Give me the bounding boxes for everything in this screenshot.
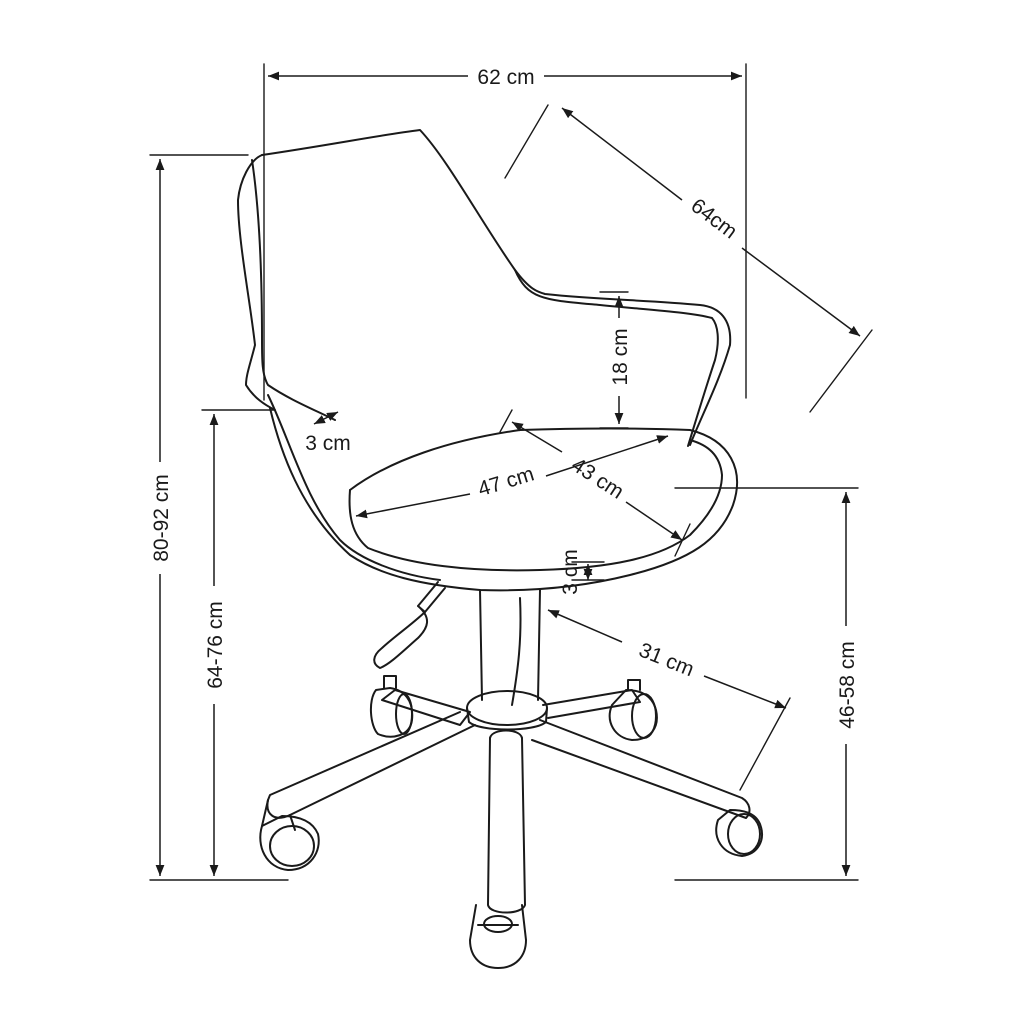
label-armrest: 18 cm — [609, 328, 632, 385]
label-seat-width: 47 cm — [475, 462, 536, 501]
caster-front — [469, 904, 527, 969]
label-seat-depth: 43 cm — [567, 453, 627, 503]
backrest-outline — [261, 129, 732, 446]
caster-right — [608, 679, 658, 741]
dim-line-shell — [313, 411, 339, 425]
dim-line-seat-depth — [511, 421, 563, 453]
dim-line-base — [547, 609, 623, 643]
dimension-labels: 62 cm 64cm 80-92 cm 64-76 cm 46-58 cm 18… — [150, 66, 859, 729]
base-leg-left — [381, 689, 471, 726]
label-height: 80-92 cm — [150, 474, 173, 562]
dim-line-seat-width — [355, 493, 471, 519]
dim-line-depth — [561, 107, 683, 201]
caster-left — [370, 675, 414, 738]
base-leg-front — [487, 737, 526, 914]
caster-back-left — [259, 815, 320, 871]
dimension-lines — [149, 63, 873, 881]
gas-cylinder — [479, 589, 541, 701]
height-lever — [417, 581, 446, 613]
label-base: 31 cm — [636, 639, 698, 682]
label-depth: 64cm — [686, 194, 741, 243]
base-leg-back-left — [266, 711, 476, 819]
label-width: 62 cm — [477, 66, 534, 89]
label-armrest-total: 64-76 cm — [204, 601, 227, 689]
label-seat-height: 46-58 cm — [836, 641, 859, 729]
base-leg-right — [542, 689, 641, 719]
chair-outline — [237, 129, 763, 969]
label-seat-thickness: 3 cm — [559, 549, 582, 595]
caster-back-right — [715, 809, 763, 857]
base-leg-back-right — [531, 719, 751, 819]
base-hub — [466, 690, 548, 726]
label-shell: 3 cm — [305, 432, 351, 455]
